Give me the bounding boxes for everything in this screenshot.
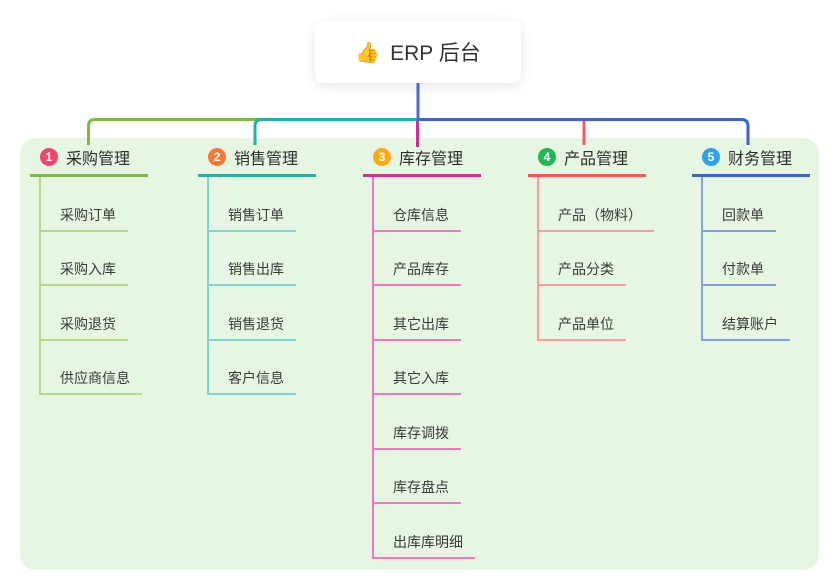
child-node[interactable]: 付款单: [703, 259, 776, 286]
thumbs-up-icon: 👍: [355, 41, 381, 64]
branch-number-badge: 2: [208, 147, 226, 166]
child-node[interactable]: 产品库存: [374, 259, 461, 286]
list-item: 库存盘点: [374, 450, 475, 504]
branch-purchase-children: 采购订单 采购入库 采购退货 供应商信息: [39, 177, 142, 395]
list-item: 库存调拨: [374, 395, 475, 450]
child-node[interactable]: 出库库明细: [374, 532, 475, 559]
list-item: 产品库存: [374, 232, 475, 286]
list-item: 采购退货: [41, 286, 142, 341]
child-node[interactable]: 产品分类: [539, 259, 626, 286]
branch-finance: 5 财务管理 回款单 付款单 结算账户: [692, 145, 810, 341]
child-node[interactable]: 结算账户: [703, 314, 790, 341]
branch-sales-head[interactable]: 2 销售管理: [198, 145, 316, 177]
child-node[interactable]: 销售订单: [209, 205, 296, 232]
child-node[interactable]: 产品单位: [539, 314, 626, 341]
branches-panel: [20, 138, 819, 570]
list-item: 销售订单: [209, 177, 296, 232]
list-item: 采购订单: [41, 177, 142, 232]
list-item: 供应商信息: [41, 341, 142, 395]
branch-inventory-children: 仓库信息 产品库存 其它出库 其它入库 库存调拨 库存盘点 出库库明细: [372, 177, 475, 559]
list-item: 仓库信息: [374, 177, 475, 232]
branch-number-badge: 3: [373, 147, 391, 166]
child-node[interactable]: 销售出库: [209, 259, 296, 286]
branch-number-badge: 1: [40, 147, 58, 166]
branch-sales-children: 销售订单 销售出库 销售退货 客户信息: [207, 177, 296, 395]
child-node[interactable]: 采购退货: [41, 314, 128, 341]
child-node[interactable]: 客户信息: [209, 368, 296, 395]
child-node[interactable]: 销售退货: [209, 314, 296, 341]
branch-label: 采购管理: [66, 150, 131, 168]
list-item: 其它出库: [374, 286, 475, 341]
list-item: 产品（物料）: [539, 177, 654, 232]
list-item: 结算账户: [703, 286, 790, 341]
list-item: 采购入库: [41, 232, 142, 286]
child-node[interactable]: 其它出库: [374, 314, 461, 341]
branch-label: 库存管理: [399, 150, 464, 168]
branch-label: 销售管理: [234, 150, 299, 168]
root-title: ERP 后台: [390, 42, 481, 65]
branch-number-badge: 5: [702, 147, 720, 166]
branch-inventory-head[interactable]: 3 库存管理: [363, 145, 481, 177]
child-node[interactable]: 库存调拨: [374, 423, 461, 450]
list-item: 销售出库: [209, 232, 296, 286]
child-node[interactable]: 供应商信息: [41, 368, 142, 395]
list-item: 客户信息: [209, 341, 296, 395]
branch-purchase: 1 采购管理 采购订单 采购入库 采购退货 供应商信息: [30, 145, 148, 395]
child-node[interactable]: 仓库信息: [374, 205, 461, 232]
list-item: 回款单: [703, 177, 790, 232]
branch-label: 财务管理: [728, 150, 793, 168]
child-node[interactable]: 回款单: [703, 205, 776, 232]
branch-number-badge: 4: [538, 147, 556, 166]
branch-product-head[interactable]: 4 产品管理: [528, 145, 646, 177]
list-item: 其它入库: [374, 341, 475, 395]
branch-label: 产品管理: [564, 150, 629, 168]
list-item: 出库库明细: [374, 504, 475, 559]
branch-purchase-head[interactable]: 1 采购管理: [30, 145, 148, 177]
child-node[interactable]: 采购订单: [41, 205, 128, 232]
child-node[interactable]: 采购入库: [41, 259, 128, 286]
branch-product-children: 产品（物料） 产品分类 产品单位: [537, 177, 654, 341]
list-item: 销售退货: [209, 286, 296, 341]
branch-finance-head[interactable]: 5 财务管理: [692, 145, 810, 177]
list-item: 付款单: [703, 232, 790, 286]
child-node[interactable]: 其它入库: [374, 368, 461, 395]
branch-product: 4 产品管理 产品（物料） 产品分类 产品单位: [528, 145, 654, 341]
child-node[interactable]: 库存盘点: [374, 477, 461, 504]
branch-finance-children: 回款单 付款单 结算账户: [701, 177, 790, 341]
list-item: 产品单位: [539, 286, 654, 341]
child-node[interactable]: 产品（物料）: [539, 205, 654, 232]
root-node[interactable]: 👍 ERP 后台: [315, 21, 521, 83]
list-item: 产品分类: [539, 232, 654, 286]
branch-inventory: 3 库存管理 仓库信息 产品库存 其它出库 其它入库 库存调拨 库存盘点 出库库…: [363, 145, 481, 559]
branch-sales: 2 销售管理 销售订单 销售出库 销售退货 客户信息: [198, 145, 316, 395]
